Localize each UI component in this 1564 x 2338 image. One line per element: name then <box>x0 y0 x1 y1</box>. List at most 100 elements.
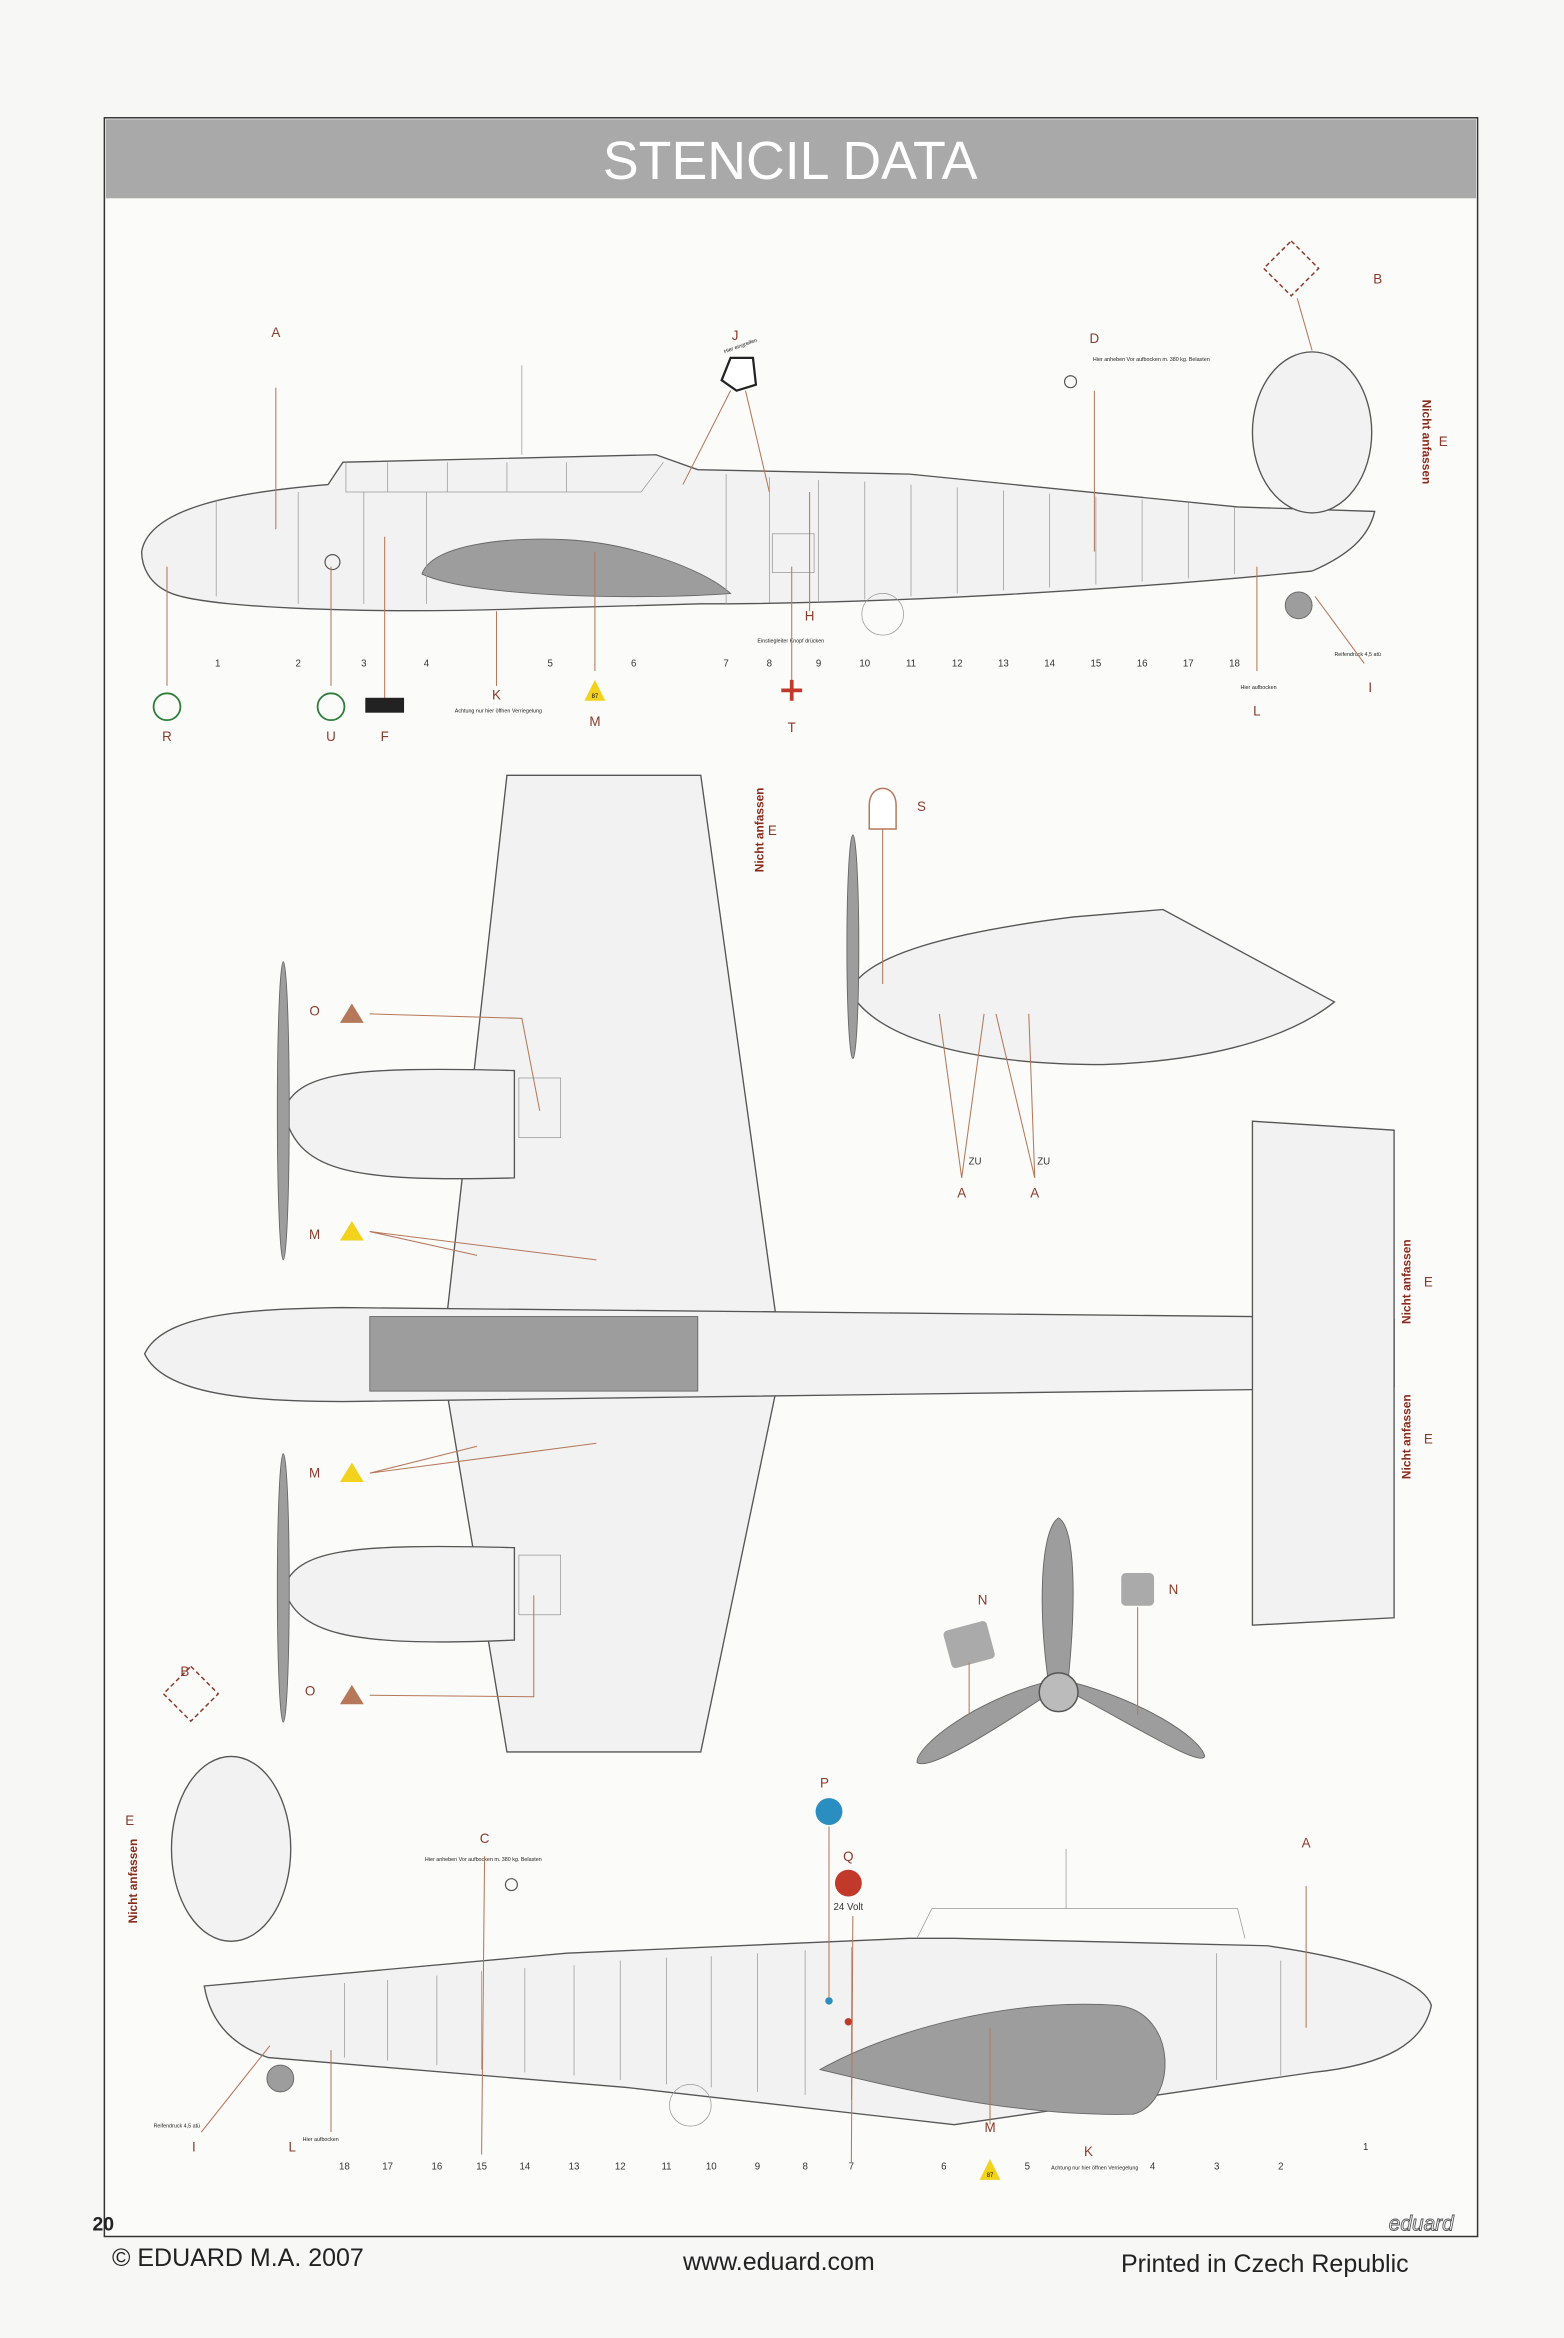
markers-O: O <box>305 1683 315 1698</box>
markers-S: S <box>917 799 926 814</box>
stations-9: 10 <box>706 2161 717 2172</box>
stations-12: 13 <box>569 2161 580 2172</box>
stations-16: 17 <box>382 2161 393 2172</box>
markers-A: A <box>271 325 280 340</box>
stencil-o-triangle <box>339 1684 364 1705</box>
markers-I: I <box>192 2140 196 2155</box>
markers-M: M <box>309 1466 320 1481</box>
stations-3: 4 <box>1150 2161 1156 2172</box>
page-title: STENCIL DATA <box>603 131 978 191</box>
markers-E: E <box>125 1813 134 1828</box>
markers-E: E <box>768 823 777 838</box>
stations-10: 11 <box>661 2161 671 2172</box>
markers-N: N <box>1169 1582 1179 1597</box>
stencils-volt: 24 Volt <box>834 1902 864 1913</box>
stations-15: 16 <box>1137 658 1148 669</box>
fuel-triangle-icon <box>584 679 606 701</box>
cockpit-detail-view: ZU ZU S A A <box>846 787 1336 1200</box>
nacelle-lower <box>282 1545 516 1643</box>
stencil-r-circle <box>152 692 182 722</box>
stencil-einstiegleiter: Einstiegleiter Knopf drücken <box>757 639 824 645</box>
markers-E: E <box>1439 434 1448 449</box>
markers-M: M <box>984 2120 995 2135</box>
stencil-achtung: Achtung nur hier öffnen Verriegelung <box>455 709 542 715</box>
side-view-right: Nicht anfassen Hier anheben Vor aufbocke… <box>125 1664 1433 2180</box>
markers-H: H <box>805 608 815 623</box>
stencils-zu: ZU <box>969 1156 982 1167</box>
stencil-j-shape <box>720 356 758 392</box>
tail-fin <box>170 1755 292 1942</box>
stencils-nicht_anfassen: Nicht anfassen <box>126 1839 140 1924</box>
fuselage-top <box>143 1306 1395 1403</box>
markers-A: A <box>1030 1185 1039 1200</box>
printed-in: Printed in Czech Republic <box>1121 2250 1409 2278</box>
markers-D: D <box>1090 331 1100 346</box>
markers-E: E <box>1424 1275 1433 1290</box>
stencil-s-shape <box>868 787 897 830</box>
tail-fin <box>1251 351 1373 514</box>
markers-L: L <box>1253 704 1261 719</box>
stencil-f-block <box>365 697 405 713</box>
markers-B: B <box>180 1664 189 1679</box>
stations-8: 9 <box>755 2161 760 2172</box>
stations-2: 3 <box>1214 2161 1219 2172</box>
stencil-b-box <box>1262 239 1320 297</box>
stations-3: 4 <box>424 658 430 669</box>
stencils-achtung: Achtung nur hier öffnen Verriegelung <box>1051 2165 1138 2171</box>
stencil-u-circle <box>316 692 346 722</box>
stations-13: 14 <box>519 2161 530 2172</box>
stations-0: 1 <box>1363 2142 1368 2153</box>
markers-J: J <box>732 328 739 343</box>
stencils-fuel_octane: 87 <box>987 2173 994 2179</box>
propeller-upper <box>276 961 290 1261</box>
stencils-hier_anheben: Hier anheben Vor aufbocken m. 380 kg. Be… <box>425 1857 542 1863</box>
markers-M: M <box>589 714 600 729</box>
stations-11: 12 <box>952 658 963 669</box>
nacelle-upper <box>282 1068 516 1180</box>
page-frame <box>103 117 1479 2238</box>
stations-9: 10 <box>859 658 870 669</box>
markers-P: P <box>820 1776 829 1791</box>
website-link[interactable]: www.eduard.com <box>683 2248 875 2276</box>
markers-T: T <box>788 720 796 735</box>
stencils-hier_aufbocken: Hier aufbocken <box>303 2137 339 2143</box>
markers-I: I <box>1368 680 1372 695</box>
stations-7: 8 <box>767 658 772 669</box>
markers-B: B <box>1373 271 1382 286</box>
stations-14: 15 <box>1090 658 1101 669</box>
stations-0: 1 <box>215 658 220 669</box>
eduard-logo: eduard <box>1389 2213 1455 2236</box>
stations-4: 5 <box>1025 2161 1030 2172</box>
stencils-nicht_anfassen: Nicht anfassen <box>1399 1239 1413 1324</box>
markers-K: K <box>1084 2144 1093 2159</box>
stencil-o-triangle <box>339 1003 364 1023</box>
stencils-nicht_anfassen: Nicht anfassen <box>1399 1394 1413 1479</box>
stations-8: 9 <box>816 658 821 669</box>
page-number: 20 <box>92 2214 114 2236</box>
stations-6: 7 <box>723 658 728 669</box>
stencils-nicht_anfassen: Nicht anfassen <box>752 788 766 873</box>
stations-5: 6 <box>631 658 636 669</box>
stencils-fuel_octane: 87 <box>592 694 599 700</box>
stations-1: 2 <box>296 658 301 669</box>
stations-11: 12 <box>615 2161 626 2172</box>
stencil-hier-aufbocken: Hier aufbocken <box>1241 685 1277 691</box>
stations-7: 8 <box>802 2161 807 2172</box>
stencil-nicht-anfassen: Nicht anfassen <box>1419 400 1433 485</box>
plan-view: Nicht anfassen Nicht anfassen Nicht anfa… <box>143 774 1433 1753</box>
stations-13: 14 <box>1044 658 1055 669</box>
markers-A: A <box>957 1185 966 1200</box>
title-band <box>105 119 1477 199</box>
stations-4: 5 <box>547 658 552 669</box>
stations-2: 3 <box>361 658 366 669</box>
markers-A: A <box>1302 1835 1311 1850</box>
stencils-reifendruck: Reifendruck 4,5 atü <box>154 2124 200 2130</box>
stations-6: 7 <box>849 2161 854 2172</box>
markers-O: O <box>309 1003 319 1018</box>
copyright: © EDUARD M.A. 2007 <box>112 2244 364 2272</box>
markers-R: R <box>162 729 172 744</box>
stencils-zu: ZU <box>1037 1156 1050 1167</box>
markers-U: U <box>326 729 336 744</box>
